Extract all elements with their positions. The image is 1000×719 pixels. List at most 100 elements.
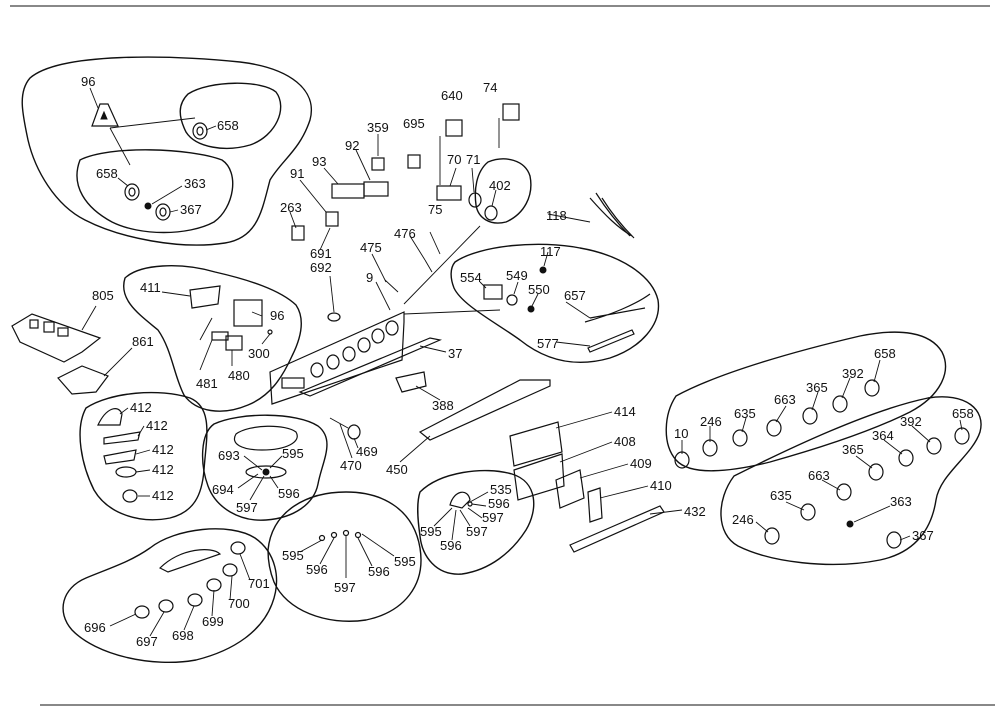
part-412-cover-4 bbox=[115, 466, 137, 478]
callout-657: 657 bbox=[564, 288, 586, 303]
callout-697: 697 bbox=[136, 634, 158, 649]
callout-699: 699 bbox=[202, 614, 224, 629]
part-409-decal bbox=[555, 469, 585, 509]
group-outline-lamp-covers bbox=[79, 391, 208, 521]
part-432-rail bbox=[569, 505, 665, 553]
callout-412: 412 bbox=[130, 400, 152, 415]
part-388-clip bbox=[395, 371, 427, 393]
group-outline-inner-658 bbox=[179, 82, 282, 149]
callout-450: 450 bbox=[386, 462, 408, 477]
callout-691: 691 bbox=[310, 246, 332, 261]
callout-596: 596 bbox=[368, 564, 390, 579]
part-480-block bbox=[225, 335, 243, 351]
callout-597: 597 bbox=[482, 510, 504, 525]
callout-700: 700 bbox=[228, 596, 250, 611]
callout-805: 805 bbox=[92, 288, 114, 303]
callout-663: 663 bbox=[808, 468, 830, 483]
part-554-module bbox=[483, 284, 503, 300]
callout-595: 595 bbox=[394, 554, 416, 569]
callout-411: 411 bbox=[140, 280, 161, 295]
part-577-rod bbox=[587, 329, 635, 353]
part-700-knob bbox=[222, 563, 238, 577]
callout-300: 300 bbox=[248, 346, 270, 361]
callout-392: 392 bbox=[842, 366, 864, 381]
callout-470: 470 bbox=[340, 458, 362, 473]
callout-549: 549 bbox=[506, 268, 528, 283]
part-701-lens bbox=[158, 549, 222, 573]
part-476-screw bbox=[424, 259, 433, 273]
callout-367: 367 bbox=[912, 528, 934, 543]
callout-658: 658 bbox=[874, 346, 896, 361]
callout-635: 635 bbox=[770, 488, 792, 503]
callout-96: 96 bbox=[270, 308, 284, 323]
part-696-knob bbox=[134, 605, 150, 619]
callout-74: 74 bbox=[483, 80, 497, 95]
part-402-ring bbox=[484, 205, 498, 221]
callout-698: 698 bbox=[172, 628, 194, 643]
part-414-decal bbox=[509, 421, 563, 467]
group-outline-knob-window bbox=[201, 414, 328, 521]
callout-481: 481 bbox=[196, 376, 218, 391]
group-outline-right-knobs-lower bbox=[720, 396, 982, 566]
callout-71: 71 bbox=[466, 152, 480, 167]
part-92-block bbox=[363, 181, 389, 197]
part-805-circuit-board bbox=[11, 313, 102, 363]
part-596-pin bbox=[467, 501, 473, 507]
callout-412: 412 bbox=[152, 488, 174, 503]
callout-412: 412 bbox=[152, 442, 174, 457]
group-outline-right-knobs-upper bbox=[665, 331, 947, 472]
callout-409: 409 bbox=[630, 456, 652, 471]
part-91-relay bbox=[325, 211, 339, 227]
part-117-pin bbox=[539, 266, 547, 274]
part-408-decal bbox=[513, 453, 565, 501]
part-300-screw bbox=[267, 329, 273, 335]
group-outline-inner-363 bbox=[76, 149, 234, 234]
callout-93: 93 bbox=[312, 154, 326, 169]
part-71-ring bbox=[468, 192, 482, 208]
callout-663: 663 bbox=[774, 392, 796, 407]
part-412-cover-5 bbox=[122, 489, 138, 503]
callout-432: 432 bbox=[684, 504, 706, 519]
callout-861: 861 bbox=[132, 334, 154, 349]
callout-596: 596 bbox=[306, 562, 328, 577]
part-412-cover-2 bbox=[103, 431, 141, 445]
part-70-block bbox=[436, 185, 462, 201]
callout-596: 596 bbox=[278, 486, 300, 501]
part-367-knob bbox=[155, 203, 171, 221]
callout-701: 701 bbox=[248, 576, 270, 591]
callout-597: 597 bbox=[334, 580, 356, 595]
callout-469: 469 bbox=[356, 444, 378, 459]
callout-117: 117 bbox=[540, 244, 561, 259]
part-692-washer bbox=[327, 312, 341, 322]
callout-658: 658 bbox=[217, 118, 239, 133]
callout-365: 365 bbox=[806, 380, 828, 395]
part-412-cover-1 bbox=[97, 408, 123, 426]
callout-364: 364 bbox=[872, 428, 894, 443]
part-359-switch bbox=[371, 157, 385, 171]
part-550-pin bbox=[527, 305, 535, 313]
part-695-switch bbox=[407, 154, 421, 169]
part-475-screw bbox=[384, 279, 399, 293]
callout-693: 693 bbox=[218, 448, 240, 463]
callout-695: 695 bbox=[403, 116, 425, 131]
group-outline-knob-small bbox=[417, 469, 535, 575]
part-412-cover-3 bbox=[103, 449, 137, 465]
part-549-cap bbox=[506, 294, 518, 306]
callout-414: 414 bbox=[614, 404, 636, 419]
callout-596: 596 bbox=[488, 496, 510, 511]
part-701-knob bbox=[230, 541, 246, 555]
callout-635: 635 bbox=[734, 406, 756, 421]
callout-402: 402 bbox=[489, 178, 511, 193]
callout-10: 10 bbox=[674, 426, 688, 441]
callout-263: 263 bbox=[280, 200, 302, 215]
callout-640: 640 bbox=[441, 88, 463, 103]
callout-535: 535 bbox=[490, 482, 512, 497]
group-outline-light-knobs bbox=[62, 528, 278, 663]
callout-365: 365 bbox=[842, 442, 864, 457]
part-410-plate bbox=[587, 487, 603, 523]
callout-363: 363 bbox=[890, 494, 912, 509]
part-597-circle-assembly bbox=[318, 529, 362, 542]
callout-595: 595 bbox=[420, 524, 442, 539]
part-411-bracket bbox=[189, 285, 221, 309]
